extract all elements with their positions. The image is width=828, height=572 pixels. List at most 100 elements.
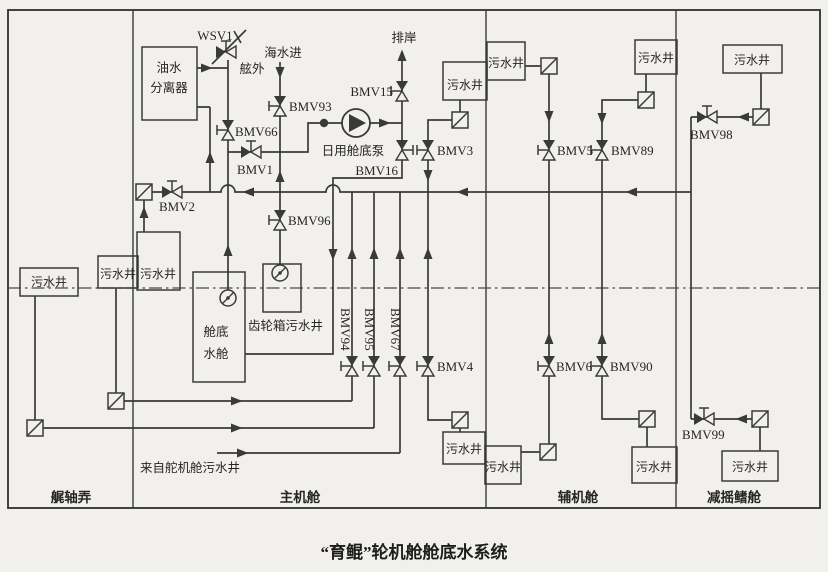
diagram-title: “育鲲”轮机舱舱底水系统 <box>321 542 508 562</box>
valve-bmv94-icon <box>340 355 359 377</box>
sewage-well-label: 污水井 <box>447 78 483 92</box>
flow-arrow-icon <box>275 67 285 79</box>
valve-label-bmv5: BMV5 <box>557 143 593 158</box>
from-steering-gear-label: 来自舵机舱污水井 <box>140 460 240 475</box>
sewage-well-box <box>722 44 783 74</box>
flow-annotations: 海水进 排岸 舷外 来自舵机舱污水井 <box>140 31 417 475</box>
valve-label-bmv67: BMV67 <box>388 308 403 351</box>
sewage-well-box <box>442 61 488 101</box>
valve-bmv15-icon <box>390 80 409 102</box>
sewage-well-box <box>486 41 526 81</box>
compartment-labels: 艉轴弄 主机舱 辅机舱 减摇鳍舱 <box>51 489 762 505</box>
valve-label-bmv2: BMV2 <box>159 199 195 214</box>
valve-bmv95-icon <box>362 355 381 377</box>
valve-label-bmv96: BMV96 <box>288 213 331 228</box>
valve-bmv98-icon <box>696 105 718 124</box>
flow-arrow-icon <box>275 170 285 182</box>
valve-bmv96-icon <box>268 209 287 231</box>
sewage-well-label: 污水井 <box>140 267 176 281</box>
strainer-icon <box>451 111 469 129</box>
sewage-well-box <box>19 267 79 297</box>
valve-label-bmv6: BMV6 <box>556 359 593 374</box>
valve-label-bmv15: BMV15 <box>350 84 393 99</box>
strainer-icon <box>751 410 769 428</box>
flow-arrow-icon <box>379 118 391 128</box>
strainer-icon <box>539 443 557 461</box>
sewage-well-box <box>136 231 181 291</box>
sewage-well-label: 污水井 <box>636 460 672 474</box>
bilge-tank-box <box>192 271 246 383</box>
sewage-well-label: 污水井 <box>488 56 524 70</box>
valve-bmv16-icon <box>395 139 414 161</box>
valve-label-bmv98: BMV98 <box>690 127 733 142</box>
discharge-ashore-label: 排岸 <box>391 31 416 45</box>
sewage-well-box <box>484 445 522 485</box>
valve-label-bmv94: BMV94 <box>338 308 353 351</box>
sewage-well-label: 污水井 <box>100 267 136 281</box>
gearbox-sewage-well: 齿轮箱污水井 <box>248 263 323 333</box>
flow-arrow-icon <box>456 187 468 197</box>
compartment-stern-tube-alley: 艉轴弄 <box>51 489 92 505</box>
strainer-icon <box>107 392 125 410</box>
valve-bmv66-icon <box>216 119 235 141</box>
sewage-well-box <box>97 255 139 289</box>
flow-arrow-icon <box>597 113 607 125</box>
valve-label-bmv66: BMV66 <box>235 124 278 139</box>
flow-arrow-icon <box>237 448 249 458</box>
flow-arrow-icon <box>544 332 554 344</box>
bilge-water-tank: 舱底 水舱 <box>192 271 246 383</box>
valve-bmv5-icon <box>537 139 556 161</box>
compartment-aux-engine-room: 辅机舱 <box>558 489 599 505</box>
valve-label-bmv89: BMV89 <box>611 143 654 158</box>
oily-water-separator: 油水 分离器 <box>141 46 198 121</box>
flow-arrow-icon <box>423 170 433 182</box>
strainer-icon <box>26 419 44 437</box>
separator-label-2: 分离器 <box>150 80 188 95</box>
valve-label-bmv95: BMV95 <box>362 308 377 351</box>
flow-arrow-icon <box>397 49 407 61</box>
collector-lines <box>43 400 400 454</box>
valve-bmv93-icon <box>268 95 287 117</box>
sewage-well-label: 污水井 <box>31 275 67 289</box>
separator-box <box>141 46 198 121</box>
pump-label: 日用舱底泵 <box>322 143 385 158</box>
daily-bilge-pump: 日用舱底泵 <box>319 108 385 158</box>
separator-lines <box>197 29 247 192</box>
flow-arrow-icon <box>423 247 433 259</box>
flow-arrow-icon <box>625 187 637 197</box>
valve-bmv3-icon <box>416 139 435 161</box>
flow-arrow-icon <box>544 111 554 123</box>
sewage-wells: 污水井 污水井 污水井 污水井 污水井 污水井 污水井 污水井 污水井 污水井 … <box>19 39 783 485</box>
aux-riser-right <box>601 74 648 447</box>
valve-bmv99-icon <box>693 407 715 426</box>
pump-inlet-dot <box>319 118 329 128</box>
fin-room-lines <box>690 73 762 451</box>
compartment-dividers <box>132 10 677 508</box>
valve-bmv4-icon <box>416 355 435 377</box>
strainer-icon <box>638 410 656 428</box>
valve-label-bmv16: BMV16 <box>355 163 398 178</box>
flow-arrow-icon <box>737 112 749 122</box>
flow-arrow-icon <box>205 151 215 163</box>
flow-arrow-icon <box>242 187 254 197</box>
valve-bmv6-icon <box>537 355 556 377</box>
flow-arrow-icon <box>597 332 607 344</box>
valve-bmv67-icon <box>388 355 407 377</box>
strainer-icon <box>540 57 558 75</box>
sewage-well-label: 污水井 <box>734 53 770 67</box>
flow-arrow-icon <box>223 244 233 256</box>
valve-label-bmv90: BMV90 <box>610 359 653 374</box>
strainer-icon <box>752 108 770 126</box>
separator-label-1: 油水 <box>156 61 182 75</box>
pump-icon <box>341 108 371 138</box>
gearbox-well-box <box>262 263 302 313</box>
flow-arrows <box>139 49 749 458</box>
bilge-tank-label-1: 舱底 <box>203 324 228 339</box>
strainer-icon <box>637 91 655 109</box>
sewage-well-box <box>631 446 678 484</box>
flow-arrow-icon <box>231 423 243 433</box>
diagram-border <box>7 9 821 509</box>
sewage-well-label: 污水井 <box>446 442 482 456</box>
